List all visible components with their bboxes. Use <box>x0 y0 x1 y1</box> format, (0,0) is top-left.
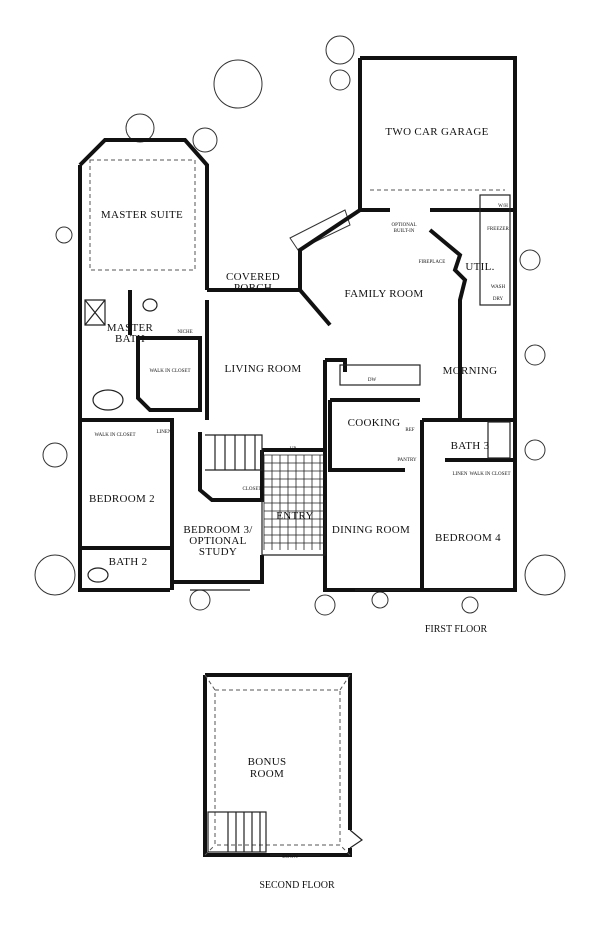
room-label-bath-3: BATH 3 <box>451 440 490 452</box>
shrub-icon <box>524 554 566 596</box>
label-wash: WASH <box>491 285 506 290</box>
room-label-util: UTIL. <box>465 261 494 273</box>
room-label-bedroom-3: BEDROOM 3/ <box>183 524 253 536</box>
shrub-icon <box>125 113 155 143</box>
label-optional-built-in: BUILT-IN <box>394 229 415 234</box>
label-closet: CLOSET <box>243 487 262 492</box>
shrub-icon <box>325 35 355 65</box>
room-label-cooking: COOKING <box>348 417 401 429</box>
room-label-dining-room: DINING ROOM <box>332 524 410 536</box>
label-linen: LINEN <box>157 430 172 435</box>
label-walk-in-closet: WALK IN CLOSET <box>469 472 510 477</box>
room-label-bedroom-4: BEDROOM 4 <box>435 532 501 544</box>
entry-tile-grid <box>263 454 324 550</box>
room-label-morning: MORNING <box>443 365 498 377</box>
shrub-icon <box>519 249 541 271</box>
room-label-entry: ENTRY <box>276 510 314 522</box>
label-up: UP <box>290 447 297 452</box>
label-walk-in-closet: WALK IN CLOSET <box>94 433 135 438</box>
label-linen: LINEN <box>453 472 468 477</box>
shrub-icon <box>329 69 351 91</box>
label-freezer: FREEZER <box>487 227 509 232</box>
room-label-garage: TWO CAR GARAGE <box>385 126 488 138</box>
room-label-living-room: LIVING ROOM <box>225 363 302 375</box>
shrub-icon <box>524 344 546 366</box>
first-floor-walls <box>78 56 517 592</box>
label-pantry: PANTRY <box>397 458 417 463</box>
room-label-master-bath: BATH <box>115 333 145 345</box>
label-niche: NICHE <box>177 330 192 335</box>
shrub-icon <box>189 589 211 611</box>
shrub-icon <box>192 127 218 153</box>
shrub-icon <box>34 554 76 596</box>
shrub-icon <box>55 226 73 244</box>
label-dw: DW <box>368 378 377 383</box>
label-walk-in-closet: WALK IN CLOSET <box>149 369 190 374</box>
shrub-icon <box>524 439 546 461</box>
room-label-bedroom-3: STUDY <box>199 546 237 558</box>
planter-icon <box>289 209 351 251</box>
room-label-bonus-room: ROOM <box>250 768 284 780</box>
label-wh: W/H <box>498 204 508 209</box>
room-label-master-bath: MASTER <box>107 322 154 334</box>
second-floor-title: SECOND FLOOR <box>259 880 335 891</box>
room-label-bedroom-3: OPTIONAL <box>189 535 246 547</box>
shrub-icon <box>42 442 68 468</box>
shrub-icon <box>461 596 479 614</box>
room-label-covered-porch: COVERED <box>226 271 280 283</box>
label-optional-built-in: OPTIONAL <box>392 223 417 228</box>
room-label-bonus-room: BONUS <box>248 756 287 768</box>
room-label-covered-porch: PORCH <box>234 282 272 294</box>
room-label-master-suite: MASTER SUITE <box>101 209 183 221</box>
room-label-bedroom-2: BEDROOM 2 <box>89 493 155 505</box>
label-ref: REF <box>405 428 414 433</box>
label-down: DOWN <box>282 855 298 860</box>
room-label-bath-2: BATH 2 <box>109 556 148 568</box>
label-dry: DRY <box>493 297 504 302</box>
room-label-family-room: FAMILY ROOM <box>345 288 424 300</box>
tree-icon <box>213 59 263 109</box>
first-floor-title: FIRST FLOOR <box>425 624 488 635</box>
label-fireplace: FIREPLACE <box>419 260 446 265</box>
first-floor-details <box>84 159 511 591</box>
shrub-icon <box>314 594 336 616</box>
shrub-icon <box>371 591 389 609</box>
second-floor-walls <box>203 673 364 857</box>
